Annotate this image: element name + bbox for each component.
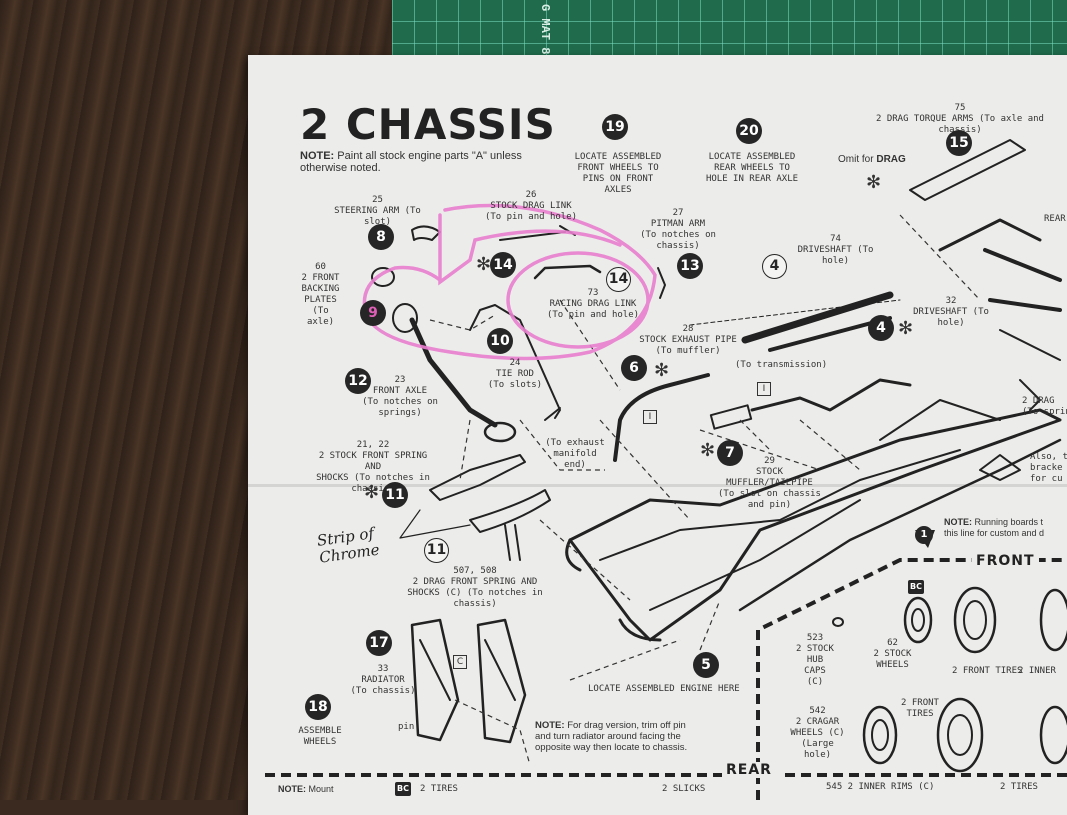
- part-542-label: 542 2 CRAGAR WHEELS (C) (Large hole): [790, 706, 845, 760]
- step-19-badge: 19: [602, 114, 628, 140]
- part-28-label: 28 STOCK EXHAUST PIPE (To muffler): [639, 324, 737, 356]
- part-25-label: 25 STEERING ARM (To slot): [334, 195, 421, 227]
- radiator-note: NOTE: For drag version, trim off pin and…: [535, 720, 688, 753]
- inner-rims-label: 545 2 INNER RIMS (C): [826, 782, 935, 792]
- part-60-label: 60 2 FRONT BACKING PLATES (To axle): [301, 262, 340, 327]
- inner-label: 2 INNER: [1018, 666, 1056, 676]
- paint-code-bc: BC: [395, 782, 411, 796]
- step-14-outline-badge: 14: [606, 267, 631, 292]
- rear-heading: REAR: [722, 762, 776, 778]
- part-73-label: 73 RACING DRAG LINK (To pin and hole): [546, 288, 640, 320]
- paint-code-bc: BC: [908, 580, 924, 594]
- paint-code-c: C: [453, 655, 467, 669]
- step-15-badge: 15: [946, 130, 972, 156]
- part-24-label: 24 TIE ROD (To slots): [487, 358, 543, 390]
- page-title: 2 CHASSIS: [300, 100, 556, 149]
- instruction-sheet: [248, 55, 1067, 815]
- step-9-badge: 9: [360, 300, 386, 326]
- part-29-label: 29 STOCK MUFFLER/TAILPIPE (To slot on ch…: [718, 456, 821, 510]
- step-4-outline-badge: 4: [762, 254, 787, 279]
- step-19-text: LOCATE ASSEMBLED FRONT WHEELS TO PINS ON…: [574, 152, 662, 195]
- part-27-label: 27 PITMAN ARM (To notches on chassis): [640, 208, 716, 251]
- part-26-label: 26 STOCK DRAG LINK (To pin and hole): [484, 190, 578, 222]
- front-tires-label: 2 FRONT TIRES: [952, 666, 1023, 676]
- rear-label: REAR: [1044, 214, 1066, 224]
- step-18-badge: 18: [305, 694, 331, 720]
- exhaust-manifold-label: (To exhaust manifold end): [545, 438, 605, 470]
- part-507-508-label: 507, 508 2 DRAG FRONT SPRING AND SHOCKS …: [407, 566, 543, 609]
- part-74-label: 74 DRIVESHAFT (To hole): [797, 234, 874, 266]
- transmission-label: (To transmission): [735, 360, 828, 370]
- part-62-label: 62 2 STOCK WHEELS: [873, 638, 912, 670]
- slicks-label: 2 SLICKS: [662, 784, 706, 794]
- running-boards-note: NOTE: Running boards t this line for cus…: [944, 517, 1045, 538]
- step-1-badge: 1: [915, 526, 933, 544]
- asterisk-icon: ✻: [866, 172, 882, 193]
- step-5-text: LOCATE ASSEMBLED ENGINE HERE: [588, 684, 740, 694]
- also-note: Also, t bracke for cu: [1030, 452, 1067, 484]
- step-17-badge: 17: [366, 630, 392, 656]
- step-12-badge: 12: [345, 368, 371, 394]
- step-5-badge: 5: [693, 652, 719, 678]
- asterisk-icon: ✻: [700, 440, 716, 461]
- step-11-badge: 11: [382, 482, 408, 508]
- asterisk-icon: ✻: [898, 318, 914, 339]
- step-13-badge: 13: [677, 253, 703, 279]
- asterisk-icon: ✻: [476, 254, 492, 275]
- tires-label: 2 TIRES: [420, 784, 458, 794]
- part-drag-spring-label: 2 DRAG (To sprin: [1022, 396, 1067, 417]
- omit-drag-label: Omit for DRAG: [838, 154, 906, 165]
- part-21-22-label: 21, 22 2 STOCK FRONT SPRING AND SHOCKS (…: [316, 440, 430, 494]
- step-20-text: LOCATE ASSEMBLED REAR WHEELS TO HOLE IN …: [705, 152, 799, 184]
- part-23-label: 23 FRONT AXLE (To notches on springs): [362, 375, 438, 418]
- front-heading: FRONT: [972, 553, 1039, 569]
- step-7-badge: 7: [717, 440, 743, 466]
- step-6-badge: 6: [621, 355, 647, 381]
- asterisk-icon: ✻: [654, 360, 670, 381]
- part-32-label: 32 DRIVESHAFT (To hole): [913, 296, 989, 328]
- part-33-label: 33 RADIATOR (To chassis): [350, 664, 416, 696]
- front-tires-label-2: 2 FRONT TIRES: [901, 698, 939, 719]
- paint-code-i: I: [643, 410, 657, 424]
- step-4-badge: 4: [868, 315, 894, 341]
- step-10-badge: 10: [487, 328, 513, 354]
- pin-label: pin: [398, 722, 415, 732]
- step-14-badge: 14: [490, 252, 516, 278]
- paint-code-i: I: [757, 382, 771, 396]
- mount-note: NOTE: Mount: [278, 784, 334, 794]
- step-20-badge: 20: [736, 118, 762, 144]
- asterisk-icon: ✻: [364, 482, 380, 503]
- tires-label-2: 2 TIRES: [1000, 782, 1038, 792]
- paint-note: NOTE: Paint all stock engine parts "A" u…: [300, 150, 522, 174]
- paper-fold: [248, 484, 1067, 487]
- step-18-text: ASSEMBLE WHEELS: [298, 726, 342, 747]
- step-11-outline-badge: 11: [424, 538, 449, 563]
- step-8-badge: 8: [368, 224, 394, 250]
- part-523-label: 523 2 STOCK HUB CAPS (C): [796, 633, 834, 687]
